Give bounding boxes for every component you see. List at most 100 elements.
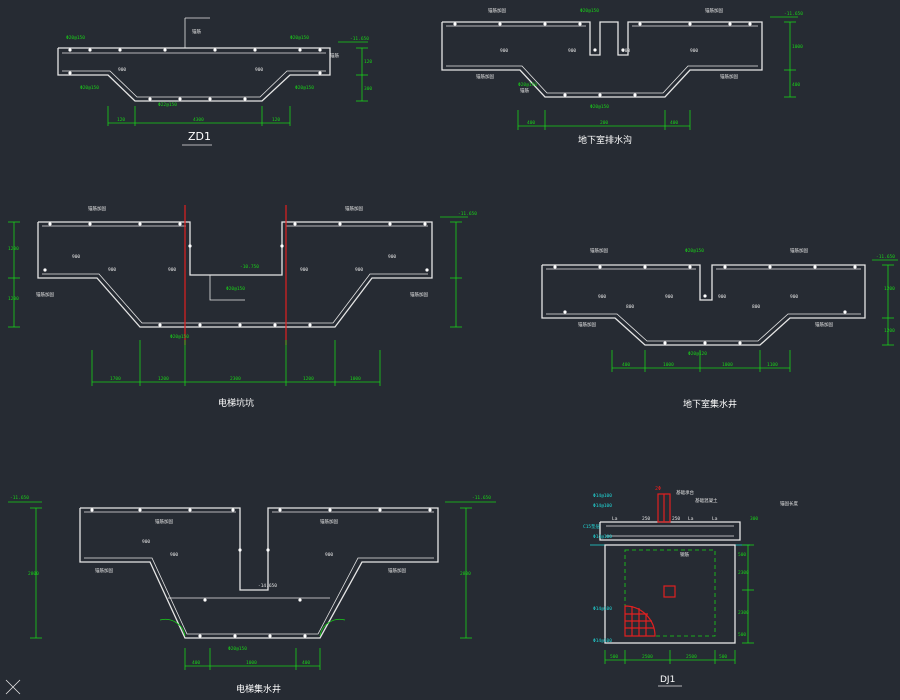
drain-dim-6: 400 xyxy=(670,120,678,126)
dj1-rebar-1: Φ14@100 xyxy=(593,493,612,499)
dj1-title: DJ1 xyxy=(660,675,675,685)
section-basement-sump: Φ20@150 Φ20@120 900 900 900 900 800 800 … xyxy=(541,247,898,410)
dj1-dim-6: 500 xyxy=(738,552,746,558)
dj1-rebar-2: Φ14@100 xyxy=(593,503,612,509)
drain-level: -11.650 xyxy=(784,11,803,17)
section-drain: Φ20@150 Φ20@150 Φ20@150 900 900 900 900 … xyxy=(441,7,803,146)
pit-dim-1: 900 xyxy=(72,254,80,260)
lift-sump-tag-4: 锚筋加固 xyxy=(388,567,406,574)
sump-level: -11.650 xyxy=(876,254,895,260)
zd1-dim-2: 900 xyxy=(255,67,263,73)
zd1-dim-5: 120 xyxy=(272,117,280,123)
pit-level-2: -10.750 xyxy=(240,264,259,270)
sump-dim-8: 1000 xyxy=(663,362,674,368)
dj1-rebar-4: Φ14@100 xyxy=(593,606,612,612)
drain-dim-5: 400 xyxy=(527,120,535,126)
drain-tag-4: 锚筋加固 xyxy=(720,73,738,80)
drain-rebar-1: Φ20@150 xyxy=(580,8,599,14)
dj1-label-3: La xyxy=(712,516,718,522)
sump-dim-7: 400 xyxy=(622,362,630,368)
zd1-title: ZD1 xyxy=(188,130,211,143)
drain-tag-3: 锚筋加固 xyxy=(476,73,494,80)
drain-title: 地下室排水沟 xyxy=(578,134,632,146)
drain-dim-4: 900 xyxy=(690,48,698,54)
lift-sump-level-3: -14.650 xyxy=(258,583,277,589)
dj1-dim-5: 300 xyxy=(750,516,758,522)
dj1-rebar-3: Φ14@100 xyxy=(593,534,612,540)
zd1-rebar-5: Φ22@150 xyxy=(158,102,177,108)
sump-dim-11: 1200 xyxy=(884,286,895,292)
dj1-dim-2: 2500 xyxy=(642,654,653,660)
section-zd1: Φ20@150 Φ20@150 Φ20@150 Φ20@150 Φ22@150 … xyxy=(57,17,372,146)
pit-dim-11: 1000 xyxy=(350,376,361,382)
dj1-label-1: La xyxy=(612,516,618,522)
lift-sump-dim-8: 2800 xyxy=(460,571,471,577)
lift-sump-dim-1: 900 xyxy=(170,552,178,558)
drain-tag-1: 锚筋加固 xyxy=(488,7,506,14)
dj1-rebar-5: Φ14@100 xyxy=(593,638,612,644)
pit-dim-10: 1200 xyxy=(303,376,314,382)
dj1-dim-10: 250 xyxy=(672,516,680,522)
drain-dim-2: 900 xyxy=(568,48,576,54)
sump-dim-6: 800 xyxy=(626,304,634,310)
pit-dim-3: 900 xyxy=(168,267,176,273)
lift-sump-dim-4: 400 xyxy=(192,660,200,666)
zd1-rebar-4: Φ20@150 xyxy=(295,85,314,91)
sump-rebar-2: Φ20@120 xyxy=(688,351,707,357)
pit-tag-4: 锚筋加固 xyxy=(410,291,428,298)
drain-dim-9: 400 xyxy=(792,82,800,88)
pit-rebar-2: Φ20@150 xyxy=(170,334,189,340)
sump-tag-4: 锚筋加固 xyxy=(815,321,833,328)
drain-dim-3: 900 xyxy=(622,48,630,54)
pit-dim-9: 2300 xyxy=(230,376,241,382)
lift-sump-dim-3: 900 xyxy=(142,539,150,545)
sump-dim-12: 1200 xyxy=(884,328,895,334)
drain-tag-5: 锚筋 xyxy=(520,87,529,94)
zd1-rebar-3: Φ20@150 xyxy=(80,85,99,91)
sump-dim-4: 900 xyxy=(790,294,798,300)
zd1-tag-2: 锚筋 xyxy=(330,52,339,59)
dj1-dim-3: 2500 xyxy=(686,654,697,660)
zd1-dim-7: 300 xyxy=(364,86,372,92)
pit-title: 电梯坑坑 xyxy=(218,397,254,409)
lift-sump-tag-1: 锚筋加固 xyxy=(155,518,173,525)
zd1-dim-4: 4300 xyxy=(193,117,204,123)
drain-rebar-3: Φ20@150 xyxy=(518,82,537,88)
dj1-dim-1: 500 xyxy=(610,654,618,660)
dj1-label-8: 锚固长度 xyxy=(780,500,798,507)
pit-dim-8: 1200 xyxy=(158,376,169,382)
pit-dim-5: 900 xyxy=(355,267,363,273)
dj1-label-5: 基础承台 xyxy=(676,489,694,496)
section-dj1: Φ14@100 Φ14@100 Φ14@100 Φ14@100 Φ14@100 … xyxy=(583,486,798,687)
lift-sump-dim-5: 1000 xyxy=(246,660,257,666)
drain-dim-7: 200 xyxy=(600,120,608,126)
zd1-dim-6: 120 xyxy=(364,59,372,65)
sump-tag-2: 锚筋加固 xyxy=(790,247,808,254)
sump-dim-9: 1000 xyxy=(722,362,733,368)
pit-tag-2: 锚筋加固 xyxy=(345,205,363,212)
sump-tag-3: 锚筋加固 xyxy=(578,321,596,328)
dj1-dim-11: 250 xyxy=(642,516,650,522)
dj1-dim-7: 2300 xyxy=(738,570,749,576)
sump-dim-5: 800 xyxy=(752,304,760,310)
zd1-rebar-2: Φ20@150 xyxy=(290,35,309,41)
lift-sump-tag-2: 锚筋加固 xyxy=(320,518,338,525)
drain-tag-2: 锚筋加固 xyxy=(705,7,723,14)
ucs-icon xyxy=(5,679,21,695)
zd1-dim-3: 120 xyxy=(117,117,125,123)
pit-dim-6: 900 xyxy=(388,254,396,260)
sump-tag-1: 锚筋加固 xyxy=(590,247,608,254)
sump-dim-1: 900 xyxy=(598,294,606,300)
pit-dim-4: 900 xyxy=(300,267,308,273)
sump-title: 地下室集水井 xyxy=(683,398,737,410)
sump-rebar-1: Φ20@150 xyxy=(685,248,704,254)
lift-sump-level-2: -11.650 xyxy=(472,495,491,501)
sump-dim-2: 900 xyxy=(665,294,673,300)
dj1-label-2: La xyxy=(688,516,694,522)
pit-tag-1: 锚筋加固 xyxy=(88,205,106,212)
drain-dim-8: 1000 xyxy=(792,44,803,50)
pit-dim-7: 1700 xyxy=(110,376,121,382)
lift-sump-title: 电梯集水井 xyxy=(236,683,281,695)
zd1-tag-1: 锚筋 xyxy=(192,28,201,35)
